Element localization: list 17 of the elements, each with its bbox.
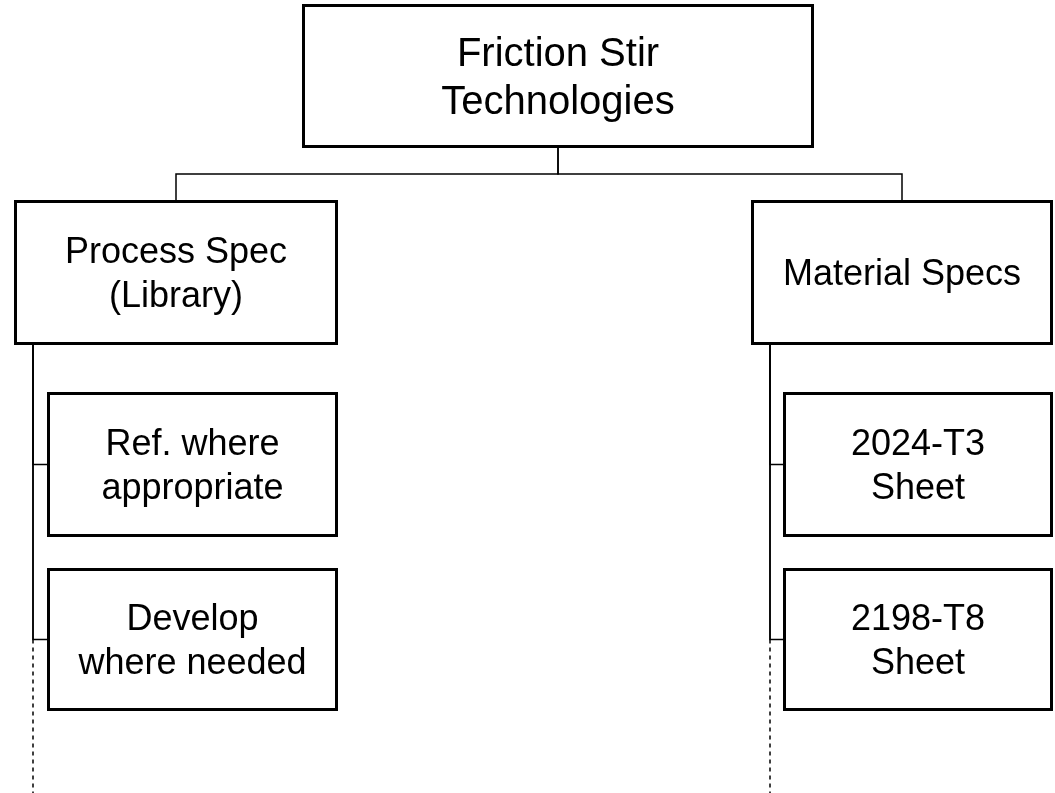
process-box xyxy=(302,4,814,148)
dashed-connector xyxy=(32,344,34,793)
connector-line xyxy=(557,147,903,201)
process-box xyxy=(751,200,1053,345)
node-label: 2198-T8 Sheet xyxy=(849,596,987,683)
node-label: Friction Stir Technologies xyxy=(440,29,676,124)
process-box xyxy=(47,568,338,711)
node-label: 2024-T3 Sheet xyxy=(849,421,987,508)
node-label: Ref. where appropriate xyxy=(100,421,285,508)
node-label: Process Spec (Library) xyxy=(63,229,289,316)
process-box xyxy=(14,200,338,345)
node-label: Material Specs xyxy=(782,250,1022,295)
process-box xyxy=(783,568,1053,711)
node-label: Develop where needed xyxy=(77,596,308,683)
dashed-connector xyxy=(769,344,771,793)
process-box xyxy=(783,392,1053,537)
process-box xyxy=(47,392,338,537)
